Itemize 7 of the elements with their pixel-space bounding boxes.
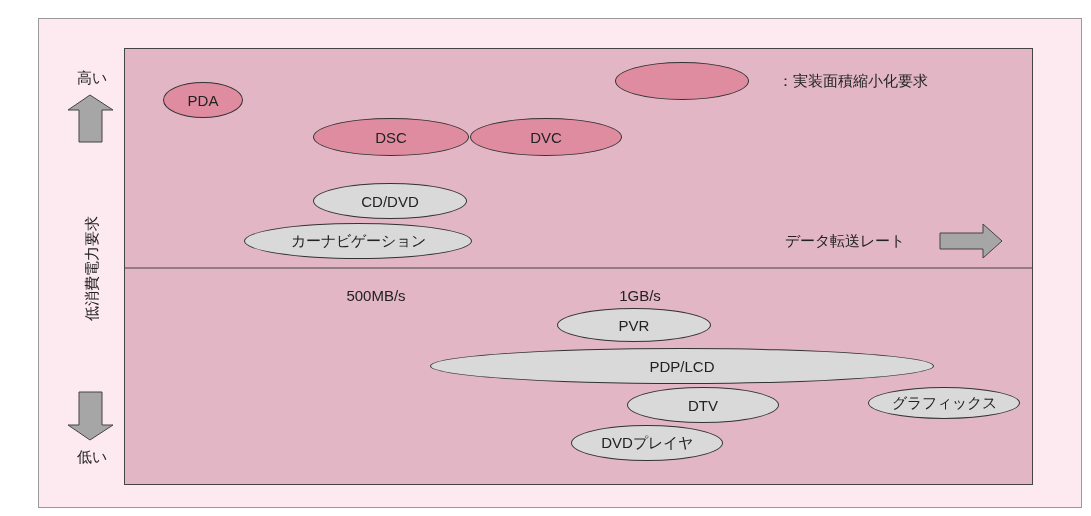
axis-label: 高い <box>77 68 107 88</box>
axis-title: 低消費電力要求 <box>82 215 101 321</box>
tick-label: 500MB/s <box>346 286 406 304</box>
tick-label: 1GB/s <box>619 286 661 304</box>
legend-text: ：実装面積縮小化要求 <box>778 71 928 91</box>
axis-title: データ転送レート <box>785 231 905 251</box>
axis-label: 低い <box>77 447 107 467</box>
